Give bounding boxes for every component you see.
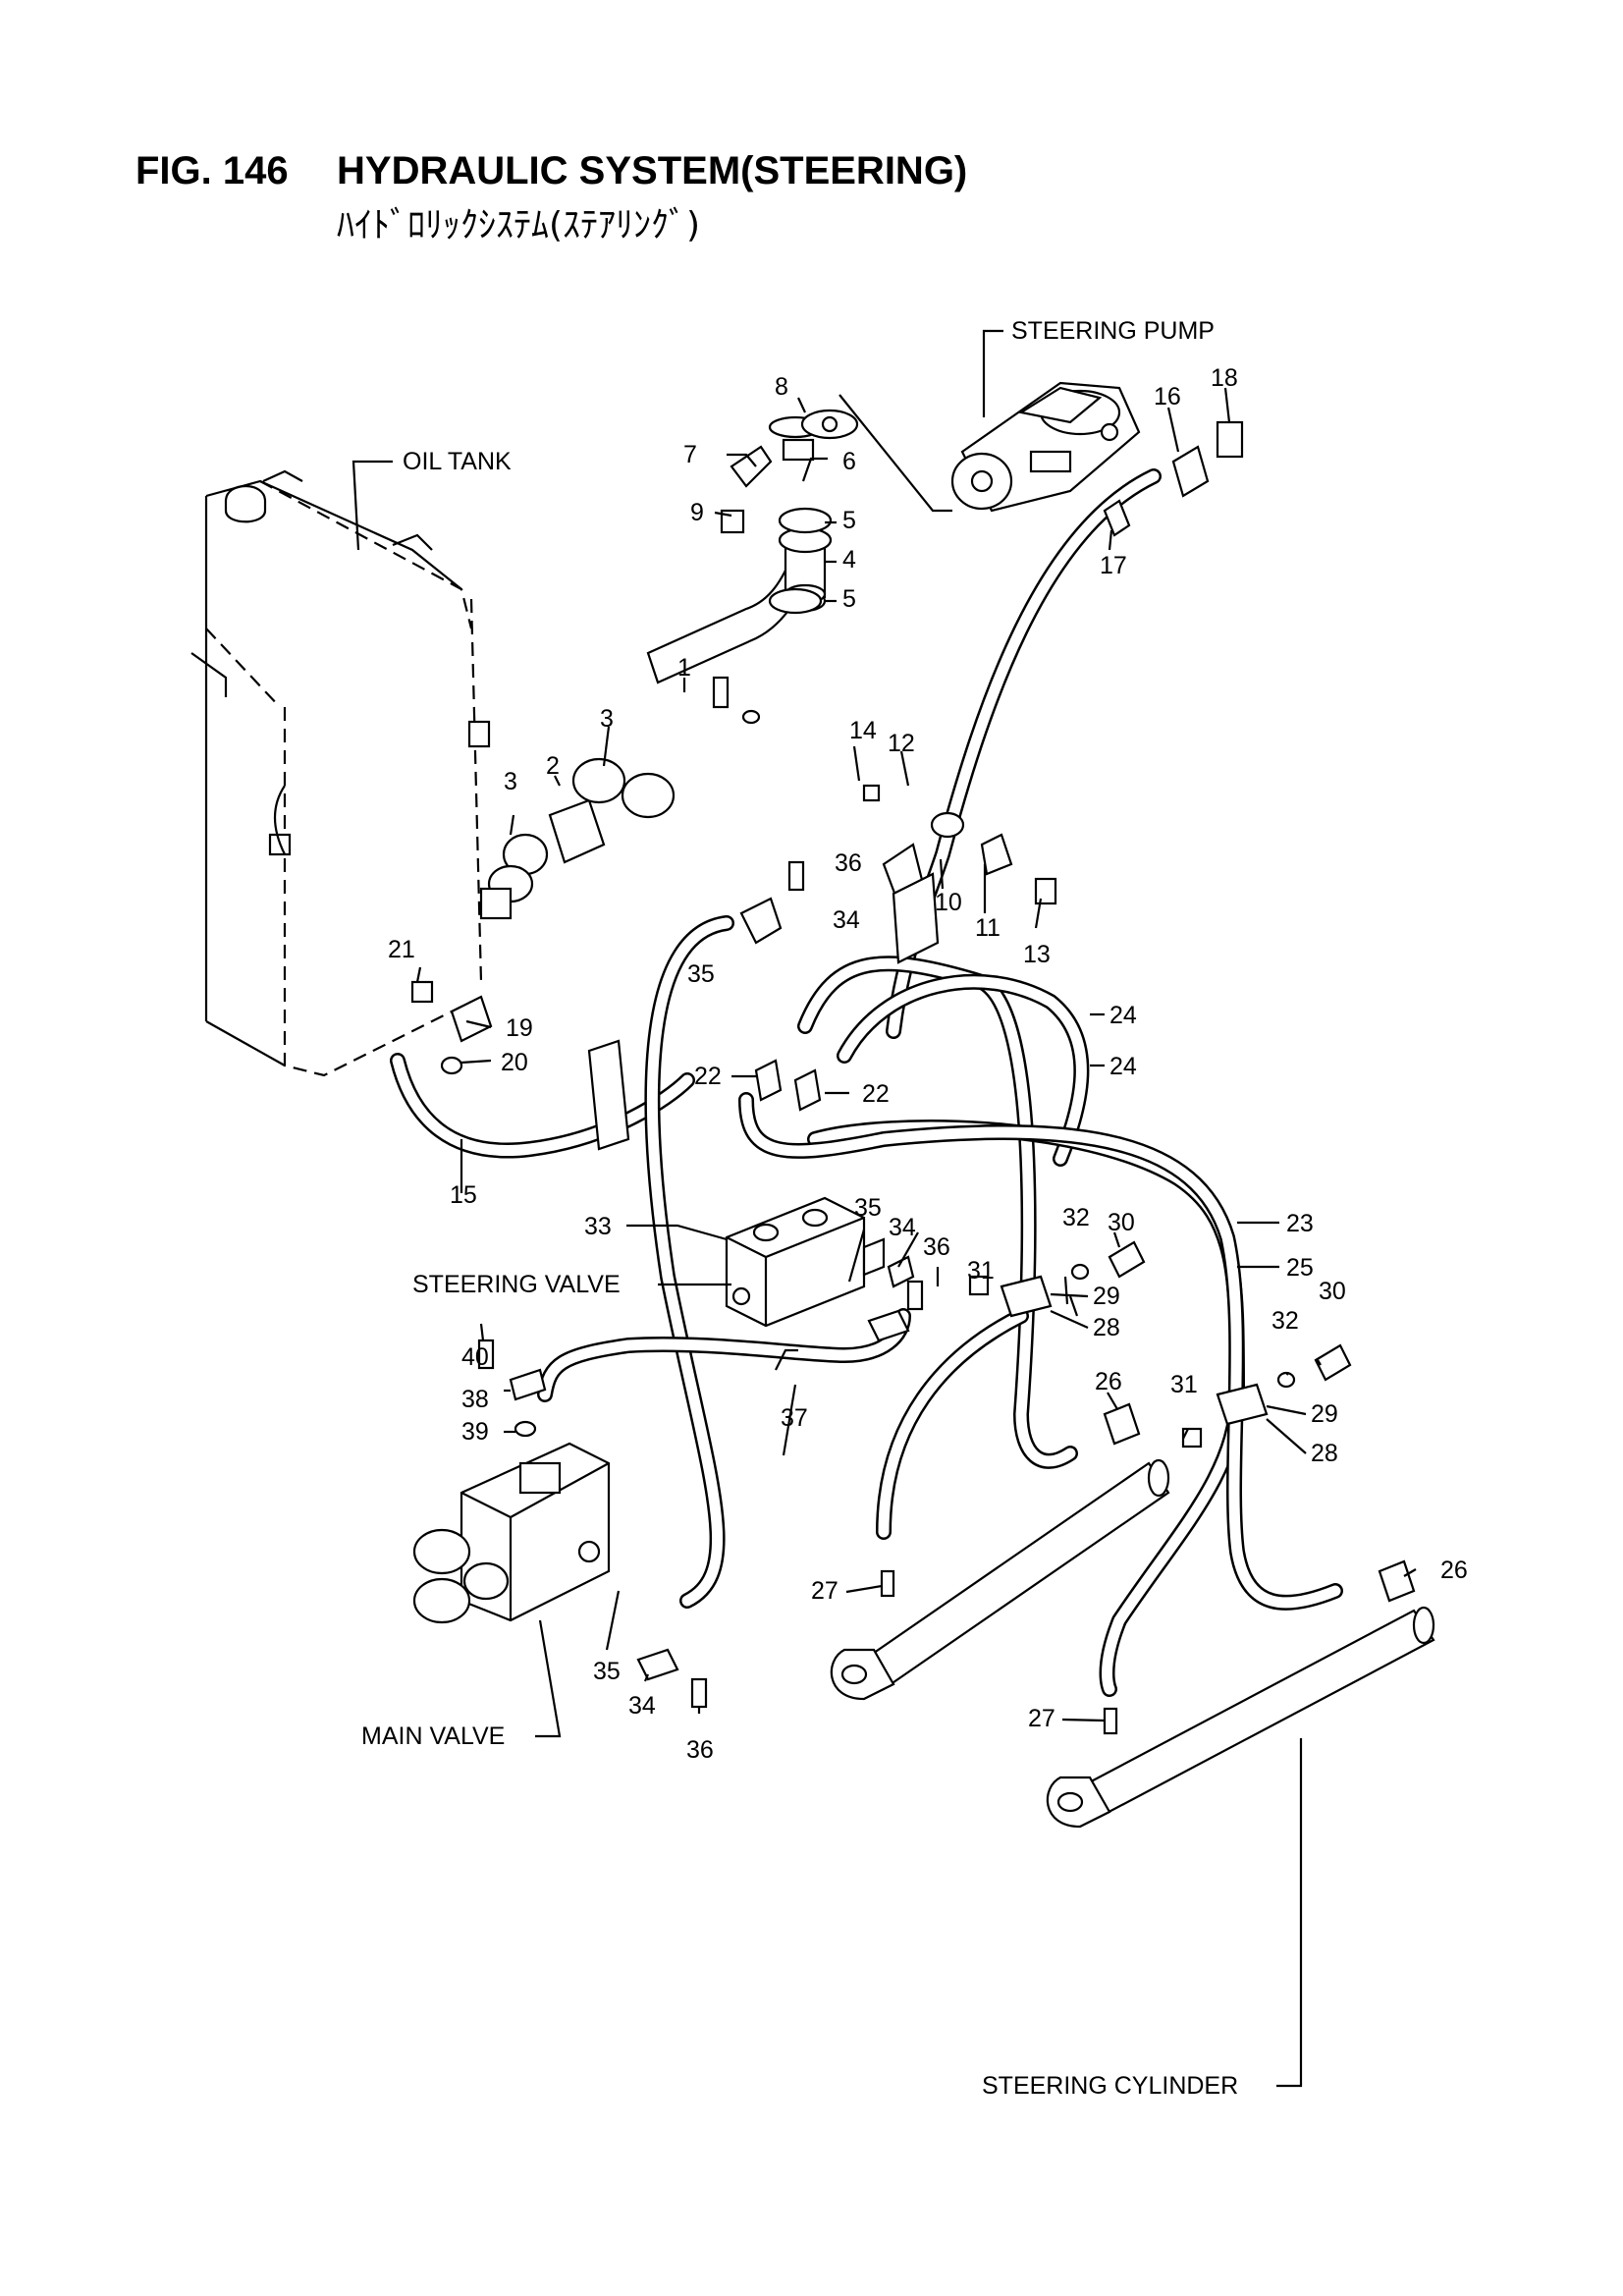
- fittings-26-27: [880, 1402, 1416, 1735]
- callout-34b: 34: [889, 1214, 916, 1241]
- hose-24a: [797, 956, 1078, 1469]
- callout-34c: 34: [628, 1692, 656, 1720]
- hose-33: [644, 915, 734, 1609]
- callout-numbers: 1 2 3 3 4 5 5 6 7 8 9 10 11 12 13 14 15 …: [388, 364, 1468, 1764]
- clamp-bracket-10-14: [862, 784, 1057, 964]
- leader-lines: [415, 387, 1417, 1722]
- callout-6: 6: [842, 448, 856, 475]
- figure-number: FIG. 146: [135, 149, 289, 192]
- callout-11: 11: [975, 914, 1001, 942]
- flange-parts-34-40: [477, 860, 924, 1709]
- callout-35a: 35: [687, 960, 715, 988]
- callout-27b: 27: [1028, 1705, 1055, 1732]
- callout-19: 19: [506, 1014, 533, 1042]
- callout-26b: 26: [1440, 1557, 1468, 1584]
- callout-39: 39: [461, 1418, 489, 1446]
- figure-title: HYDRAULIC SYSTEM(STEERING): [337, 149, 968, 192]
- callout-10: 10: [935, 889, 962, 916]
- steering-cylinder-a: [830, 1458, 1170, 1701]
- hose-15: [390, 1053, 695, 1159]
- callout-37: 37: [781, 1404, 808, 1432]
- callout-26a: 26: [1095, 1368, 1122, 1395]
- callout-25: 25: [1286, 1254, 1314, 1282]
- callout-40: 40: [461, 1343, 489, 1371]
- callout-24b: 24: [1109, 1053, 1137, 1080]
- callout-14: 14: [849, 717, 877, 744]
- callout-15: 15: [450, 1181, 477, 1209]
- callout-38: 38: [461, 1386, 489, 1413]
- callout-33: 33: [584, 1213, 612, 1240]
- callout-28b: 28: [1311, 1440, 1338, 1467]
- oil-tank-label: OIL TANK: [403, 448, 512, 475]
- callout-31b: 31: [1170, 1371, 1198, 1398]
- callout-13: 13: [1023, 941, 1051, 968]
- hose-24b: [837, 973, 1090, 1167]
- callout-5a: 5: [842, 507, 856, 534]
- steering-cylinder-b: [1046, 1606, 1435, 1829]
- pump-clamp-16-18: [1103, 420, 1244, 537]
- callout-22a: 22: [694, 1063, 722, 1090]
- steering-pump: [950, 381, 1141, 513]
- callout-8: 8: [775, 373, 788, 401]
- hose-to-cyl-a: [876, 1308, 1029, 1540]
- callout-3a: 3: [600, 705, 614, 733]
- callout-29a: 29: [1093, 1283, 1120, 1310]
- callout-21: 21: [388, 936, 415, 963]
- clamps-28-29: [968, 1240, 1352, 1449]
- callout-24a: 24: [1109, 1002, 1137, 1029]
- callout-12: 12: [888, 730, 915, 757]
- main-valve: [412, 1442, 611, 1624]
- callout-4: 4: [842, 546, 856, 574]
- steering-cylinder-label: STEERING CYLINDER: [982, 2072, 1238, 2100]
- callout-36c: 36: [686, 1736, 714, 1764]
- main-valve-label: MAIN VALVE: [361, 1722, 505, 1750]
- callout-2: 2: [546, 752, 560, 780]
- callout-35c: 35: [593, 1658, 621, 1685]
- valve-plate: [587, 1039, 630, 1151]
- callout-7: 7: [683, 441, 697, 468]
- callout-23: 23: [1286, 1210, 1314, 1237]
- suction-line: [479, 409, 859, 920]
- callout-5b: 5: [842, 585, 856, 613]
- figure-subtitle: ﾊｲﾄﾞﾛﾘｯｸｼｽﾃﾑ(ｽﾃｱﾘﾝｸﾞ): [337, 205, 701, 246]
- callout-27a: 27: [811, 1577, 839, 1605]
- callout-30a: 30: [1108, 1209, 1135, 1236]
- callout-20: 20: [501, 1049, 528, 1076]
- callout-32a: 32: [1062, 1204, 1090, 1231]
- callout-36b: 36: [923, 1233, 950, 1261]
- callout-28a: 28: [1093, 1314, 1120, 1341]
- hose-25: [738, 1092, 1343, 1611]
- callout-30b: 30: [1319, 1278, 1346, 1305]
- callout-31a: 31: [967, 1257, 995, 1285]
- callout-29b: 29: [1311, 1400, 1338, 1428]
- steering-valve-label: STEERING VALVE: [412, 1271, 621, 1298]
- steering-valve: [725, 1196, 886, 1328]
- callout-22b: 22: [862, 1080, 890, 1108]
- callout-17: 17: [1100, 552, 1127, 579]
- callout-34a: 34: [833, 906, 860, 934]
- callout-9: 9: [690, 499, 704, 526]
- steering-pump-label: STEERING PUMP: [1011, 317, 1215, 345]
- callout-32b: 32: [1271, 1307, 1299, 1335]
- callout-36a: 36: [835, 849, 862, 877]
- oil-tank: [190, 469, 491, 1077]
- fittings-19-22: [410, 980, 822, 1112]
- callout-1: 1: [677, 654, 691, 682]
- callout-16: 16: [1154, 383, 1181, 410]
- callout-35b: 35: [854, 1194, 882, 1222]
- hose-37: [537, 1308, 911, 1402]
- callout-18: 18: [1211, 364, 1238, 392]
- callout-3b: 3: [504, 768, 517, 795]
